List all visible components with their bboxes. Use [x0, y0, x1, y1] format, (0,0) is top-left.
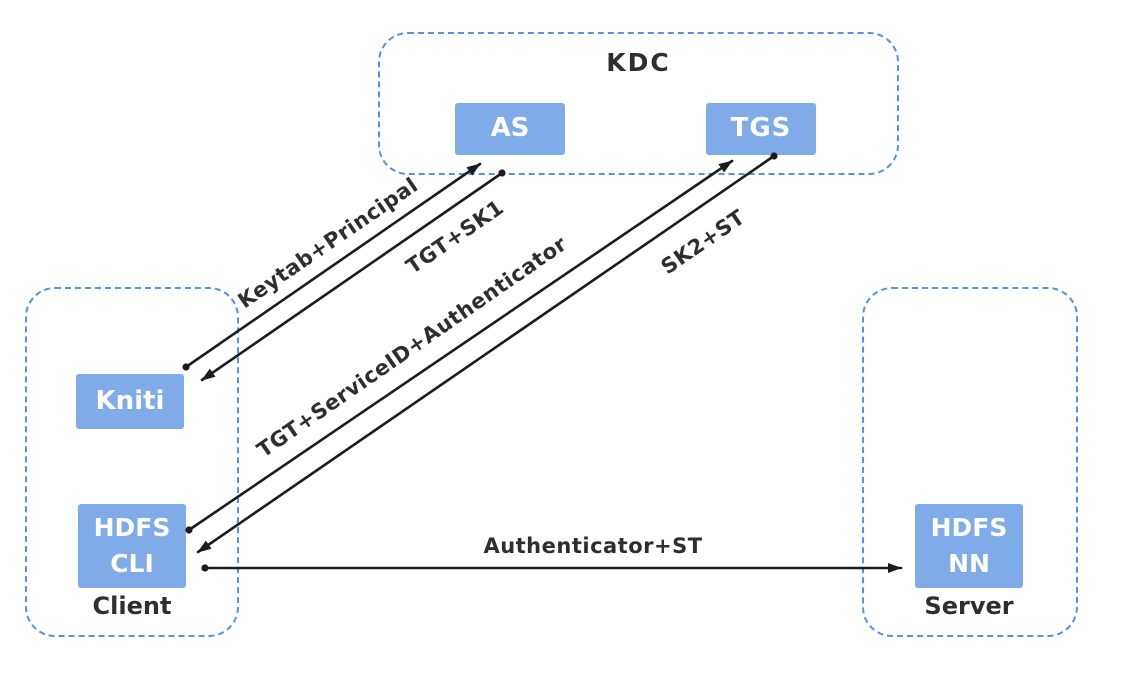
kdc-group-label: KDC [606, 48, 671, 77]
server-group [862, 287, 1078, 637]
arrow-label-authenticator-st: Authenticator+ST [483, 534, 703, 558]
arrow-label-sk2-st: SK2+ST [656, 204, 750, 280]
hdfs-nn-node: HDFS NN [915, 504, 1023, 588]
hdfs-nn-node-label-line1: HDFS [930, 512, 1008, 542]
hdfs-nn-node-label-line2: NN [948, 549, 990, 578]
tgs-node: TGS [706, 103, 816, 155]
arrow-tgt-serviceid-authenticator [187, 159, 734, 532]
arrow-tgt-sk1 [200, 171, 504, 382]
hdfs-cli-node-label-line2: CLI [110, 549, 154, 578]
hdfs-cli-node: HDFS CLI [78, 504, 186, 588]
as-node-label: AS [490, 113, 530, 144]
server-group-label: Server [924, 592, 1014, 620]
arrow-label-tgt-sk1: TGT+SK1 [401, 195, 509, 279]
kniti-node: Kniti [76, 374, 184, 429]
arrow-label-keytab-principal: Keytab+Principal [233, 172, 423, 314]
tgs-node-label: TGS [730, 113, 792, 144]
as-node: AS [455, 103, 565, 155]
kniti-node-label: Kniti [95, 385, 165, 416]
client-group-label: Client [92, 592, 172, 620]
hdfs-cli-node-label-line1: HDFS [93, 512, 171, 542]
